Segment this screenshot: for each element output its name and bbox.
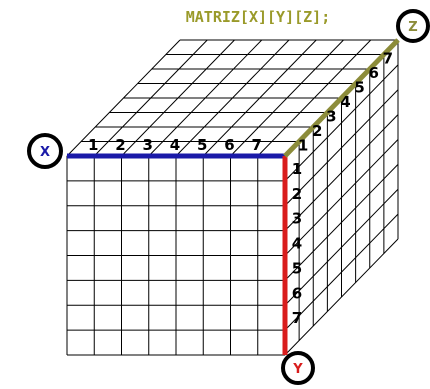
z-tick-label: 1 bbox=[298, 137, 308, 155]
z-tick-label: 7 bbox=[383, 50, 393, 68]
x-axis-label: X bbox=[40, 145, 50, 160]
x-tick-label: 2 bbox=[115, 136, 125, 154]
x-tick-label: 4 bbox=[170, 136, 180, 154]
z-tick-label: 3 bbox=[326, 108, 336, 126]
top-grid-line bbox=[257, 39, 372, 157]
z-tick-label: 2 bbox=[312, 122, 322, 140]
y-tick-label: 6 bbox=[292, 284, 302, 302]
y-tick-label: 3 bbox=[292, 210, 302, 228]
y-axis-badge: Y bbox=[281, 351, 315, 385]
y-tick-label: 2 bbox=[292, 185, 302, 203]
y-axis-ticks: 1 2 3 4 5 6 7 bbox=[292, 160, 302, 327]
z-axis-line bbox=[283, 38, 400, 158]
z-tick-label: 4 bbox=[340, 93, 350, 111]
top-grid-line bbox=[230, 39, 344, 157]
diagram-title: MATRIZ[X][Y][Z]; bbox=[186, 8, 331, 26]
z-axis-badge: Z bbox=[396, 9, 430, 43]
x-axis-badge: X bbox=[27, 133, 63, 169]
top-grid-line bbox=[202, 39, 317, 157]
cube-grid bbox=[66, 39, 399, 356]
y-tick-label: 5 bbox=[292, 259, 302, 277]
side-grid-line bbox=[284, 238, 399, 356]
x-tick-label: 7 bbox=[252, 136, 262, 154]
z-axis-label: Z bbox=[408, 20, 417, 35]
x-tick-label: 6 bbox=[224, 136, 234, 154]
x-tick-label: 1 bbox=[88, 136, 98, 154]
y-tick-label: 4 bbox=[292, 235, 302, 253]
x-tick-label: 5 bbox=[197, 136, 207, 154]
x-tick-label: 3 bbox=[143, 136, 153, 154]
y-tick-label: 7 bbox=[292, 309, 302, 327]
side-grid-line bbox=[284, 164, 399, 281]
side-grid-line bbox=[284, 213, 399, 331]
side-grid-line bbox=[284, 188, 399, 306]
z-tick-label: 6 bbox=[369, 64, 379, 82]
z-tick-label: 5 bbox=[354, 79, 364, 97]
y-tick-label: 1 bbox=[292, 160, 302, 178]
y-axis-label: Y bbox=[292, 362, 303, 377]
